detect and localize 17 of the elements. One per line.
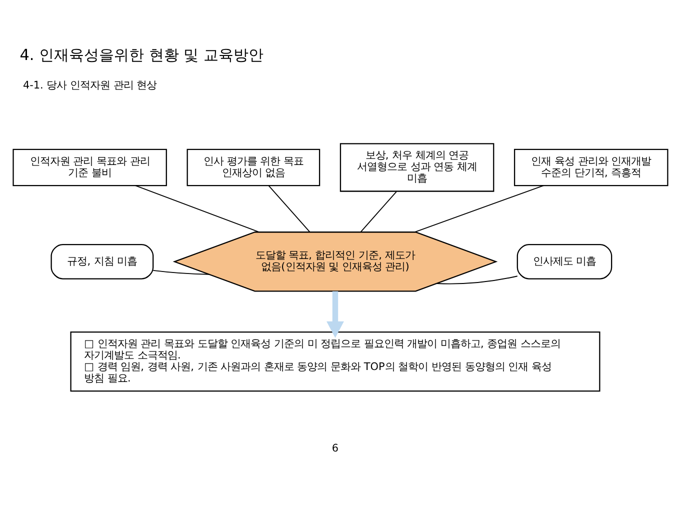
label: 6 [332,442,339,455]
node-box: 인적자원 관리 목표와 관리 기준 불비 [12,148,167,186]
connector [152,270,210,275]
connector [360,191,397,233]
connector [414,185,544,233]
connector [134,185,260,233]
connector [436,276,518,284]
label: 4-1. 당사 인적자원 관리 현상 [22,79,157,92]
arrow [326,291,344,338]
connector [268,185,310,232]
node-box: 인사제도 미흡 [516,244,612,280]
node-box: 인재 육성 관리와 인재개발 수준의 단기적, 즉흥적 [514,148,668,186]
node-box: 인사 평가를 위한 목표 인재상이 없음 [186,148,320,186]
node-box: 규정, 지침 미흡 [50,244,154,280]
node-box: □ 인적자원 관리 목표와 도달할 인재육성 기준의 미 정립으로 필요인력 개발이 미흡하고, 종업원 스스로의 자기계발도 소극적임. □ 경력 임원, 경력 사원, 기존 사원과의 혼재로 동양의 문화와 TOP의 철학이 반영된 동양형의 인재 육성 방침 필요. [70,332,600,392]
node-box: 보상, 처우 체계의 연공 서열형으로 성과 연동 체계 미흡 [340,143,494,192]
diagram-title: 4. 인재육성을위한 현황 및 교육방안 [20,46,264,64]
